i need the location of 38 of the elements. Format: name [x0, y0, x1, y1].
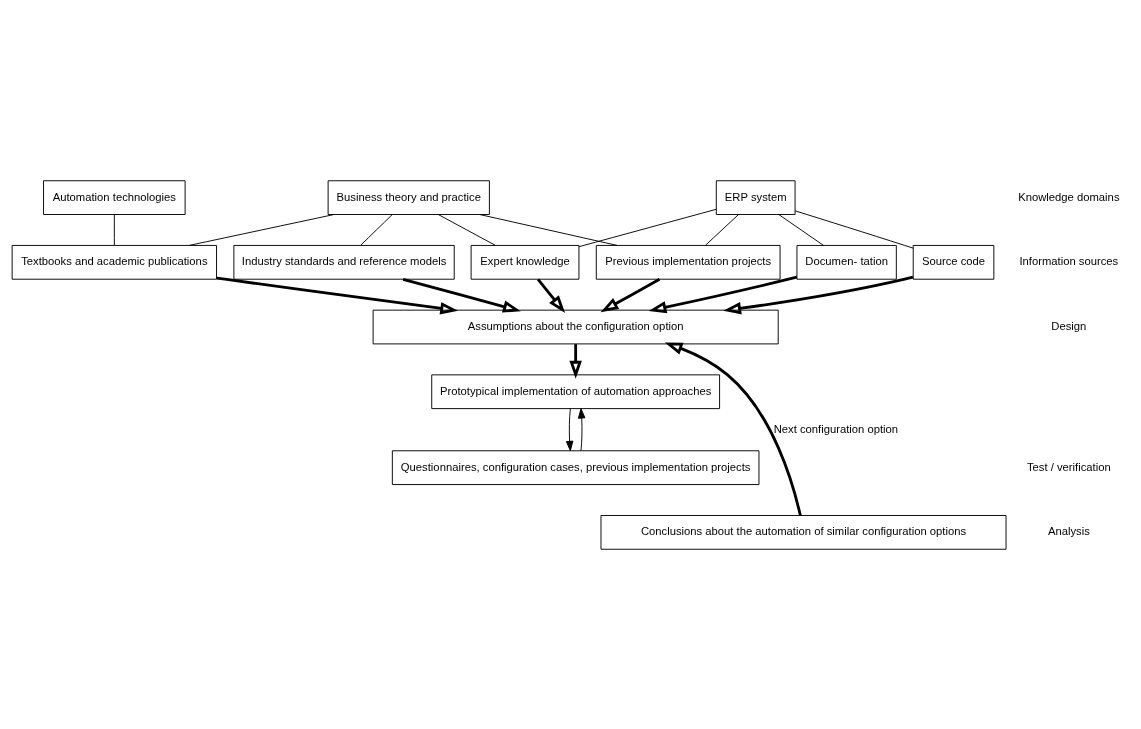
- node-box: Previous implementation projects: [595, 244, 781, 280]
- arrow: [216, 276, 459, 314]
- arrow: [723, 275, 914, 314]
- connector: [705, 213, 739, 245]
- node-box: Questionnaires, configuration cases, previous implementation projects: [391, 449, 760, 485]
- arrow: [536, 278, 566, 313]
- label: Information sources: [1019, 254, 1119, 267]
- arrow: [648, 275, 798, 313]
- label: Design: [1051, 319, 1087, 332]
- node-box: Industry standards and reference models: [233, 244, 455, 280]
- node-box: Source code: [912, 244, 995, 280]
- connector: [188, 213, 335, 246]
- arrow: [664, 342, 802, 516]
- node-box: Prototypical implementation of automation approaches: [431, 373, 721, 409]
- arrow: [577, 407, 586, 451]
- label: Knowledge domains: [1018, 190, 1120, 203]
- connector: [437, 213, 496, 246]
- connector: [479, 213, 618, 246]
- node-box: Textbooks and academic publications: [11, 244, 217, 280]
- node-box: Assumptions about the configuration option: [372, 309, 779, 344]
- arrow: [402, 277, 521, 313]
- connector: [113, 213, 115, 245]
- node-box: Business theory and practice: [327, 179, 490, 215]
- arrow: [600, 277, 661, 312]
- node-box: Expert knowledge: [470, 244, 580, 280]
- label: Analysis: [1047, 524, 1090, 537]
- connector: [794, 209, 914, 249]
- connector: [578, 208, 717, 247]
- node-box: Conclusions about the automation of similar configuration options: [600, 514, 1007, 550]
- node-box: ERP system: [715, 179, 796, 215]
- node-box: Documen- tation: [796, 244, 897, 280]
- label: Test / verification: [1026, 460, 1111, 473]
- arrow: [569, 343, 582, 379]
- arrow: [565, 407, 574, 451]
- edge-label: Next configuration option: [773, 422, 899, 435]
- connector: [778, 213, 824, 246]
- node-box: Automation technologies: [43, 179, 186, 215]
- connector: [360, 213, 393, 245]
